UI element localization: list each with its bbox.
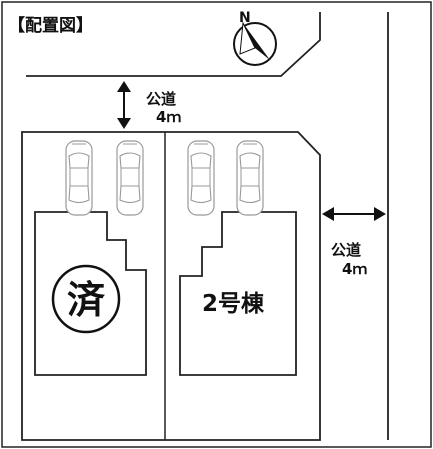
property-outline <box>21 131 321 441</box>
building-footprint-right <box>179 211 297 376</box>
car-icon <box>116 140 144 216</box>
road-right-label: 公道 <box>331 241 361 259</box>
road-top-label: 公道 <box>146 90 176 108</box>
road-top-width: 4ｍ <box>156 108 181 126</box>
road-right-width: 4ｍ <box>342 260 367 278</box>
road-width-arrow-right <box>322 207 386 221</box>
sold-stamp-label: 済 <box>67 278 106 322</box>
north-label: N <box>239 10 251 26</box>
page-title: 【配置図】 <box>8 15 93 36</box>
north-arrow-icon <box>233 21 277 66</box>
lot-2-label: 2号棟 <box>202 291 265 317</box>
car-icon <box>187 140 215 216</box>
road-width-arrow-top <box>117 81 131 129</box>
sold-stamp: 済 <box>51 264 121 334</box>
car-icon <box>236 140 264 216</box>
road-boundary-top <box>26 12 321 77</box>
building-footprint-left <box>34 211 147 376</box>
car-icon <box>65 140 93 216</box>
